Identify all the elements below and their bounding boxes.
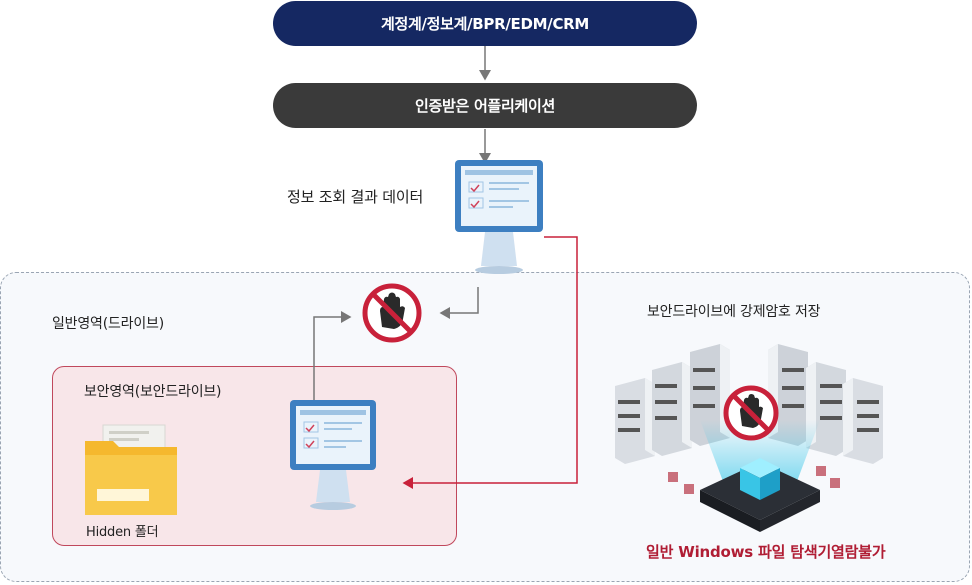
monitor-icon (455, 160, 543, 274)
encrypted-storage-label: 보안드라이브에 강제암호 저장 (647, 304, 821, 320)
no-hand-icon (723, 385, 779, 441)
no-browse-caption: 일반 Windows 파일 탐색기열람불가 (646, 543, 886, 561)
general-zone-label: 일반영역(드라이브) (52, 316, 164, 332)
monitor-icon (290, 400, 376, 510)
secure-zone (52, 366, 457, 546)
source-systems-label: 계정계/정보계/BPR/EDM/CRM (380, 15, 590, 33)
query-data-label: 정보 조회 결과 데이터 (287, 188, 424, 206)
hidden-folder-label: Hidden 폴더 (86, 525, 159, 540)
secure-zone-label: 보안영역(보안드라이브) (84, 384, 222, 400)
server-rack-icon (615, 344, 883, 532)
flow-arrows (313, 46, 578, 489)
no-hand-icon (362, 283, 422, 343)
source-systems-box: 계정계/정보계/BPR/EDM/CRM (273, 1, 697, 46)
folder-icon (85, 424, 177, 515)
authorized-app-box: 인증받은 어플리케이션 (273, 83, 697, 128)
authorized-app-label: 인증받은 어플리케이션 (415, 97, 555, 115)
